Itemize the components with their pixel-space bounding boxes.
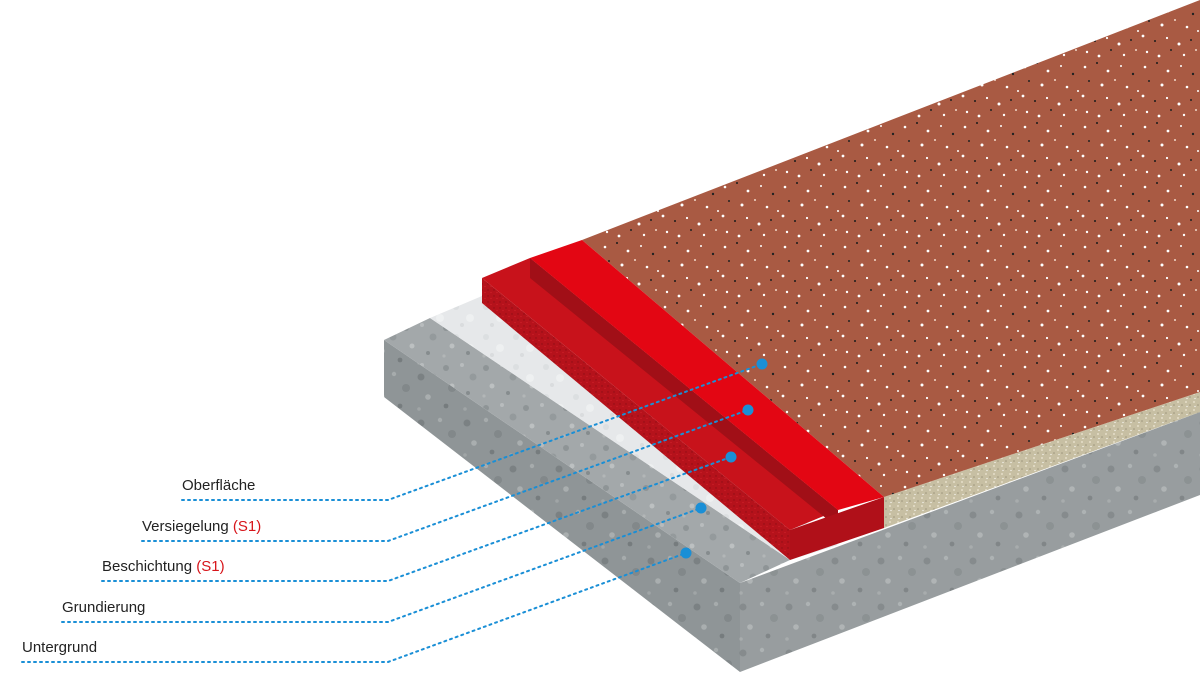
surface-top-face bbox=[582, 0, 1200, 497]
sealing-side-face bbox=[530, 258, 838, 528]
label-grundierung: Grundierung bbox=[62, 599, 145, 617]
concrete-top-face bbox=[384, 318, 790, 583]
layer-name: Grundierung bbox=[62, 599, 146, 616]
coating-top-face bbox=[482, 258, 838, 530]
marker-dot-beschichtung bbox=[725, 451, 737, 463]
marker-dot-versiegelung bbox=[742, 404, 754, 416]
leader-line-beschichtung bbox=[101, 456, 732, 582]
marker-dot-grundierung bbox=[695, 502, 707, 514]
layer-name: Oberfläche bbox=[182, 477, 256, 494]
label-versiegelung: Versiegelung (S1) bbox=[142, 518, 261, 536]
marker-dot-untergrund bbox=[680, 547, 692, 559]
leader-line-oberflaeche bbox=[181, 363, 763, 501]
label-untergrund: Untergrund bbox=[22, 639, 97, 657]
layer-code: (S1) bbox=[232, 518, 262, 535]
layer-name: Beschichtung bbox=[102, 558, 193, 575]
layer-code: (S1) bbox=[196, 558, 225, 575]
leader-dots bbox=[680, 358, 768, 559]
label-oberflaeche: Oberfläche bbox=[182, 477, 255, 495]
coating-side-face bbox=[482, 278, 790, 560]
leader-lines bbox=[21, 363, 763, 663]
concrete-front-face bbox=[384, 340, 740, 672]
leader-line-grundierung bbox=[61, 507, 702, 623]
label-beschichtung: Beschichtung (S1) bbox=[102, 558, 225, 576]
surface-sand-edge bbox=[884, 392, 1200, 528]
layer-name: Versiegelung bbox=[142, 518, 229, 535]
leader-line-untergrund bbox=[21, 552, 687, 663]
sealing-top-face bbox=[530, 240, 884, 510]
marker-dot-oberflaeche bbox=[756, 358, 768, 370]
concrete-side-face bbox=[740, 412, 1200, 672]
sealing-front-face bbox=[790, 497, 884, 560]
layer-name: Untergrund bbox=[22, 639, 98, 656]
leader-line-versiegelung bbox=[141, 409, 749, 542]
